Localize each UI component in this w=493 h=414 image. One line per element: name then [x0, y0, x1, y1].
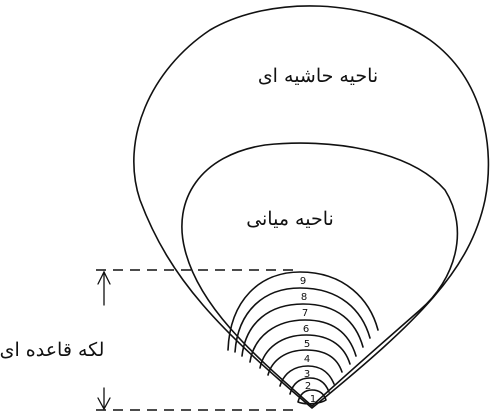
basal-spot-label: لکه قاعده ای: [0, 339, 104, 361]
outer-zone-label: ناحیه حاشیه ای: [258, 65, 378, 87]
ring-4: [267, 349, 343, 376]
ring-number-3: 3: [304, 369, 310, 380]
ring-number-7: 7: [302, 308, 308, 319]
ring-number-8: 8: [301, 292, 307, 303]
outer-zone-outline: [133, 5, 490, 409]
ring-2: [289, 377, 330, 395]
ring-number-5: 5: [304, 339, 310, 350]
basal-arrow-down-head: [97, 397, 111, 411]
ring-number-4: 4: [304, 354, 310, 365]
ring-number-1: 1: [310, 394, 316, 405]
ring-3: [279, 365, 335, 387]
basal-arrow-up-head: [97, 270, 111, 285]
middle-zone-label: ناحیه میانی: [246, 208, 334, 230]
ring-number-6: 6: [303, 324, 309, 335]
ring-5: [259, 334, 351, 369]
ring-8: [234, 287, 371, 353]
ring-7: [241, 303, 364, 357]
ring-number-9: 9: [300, 276, 306, 287]
ring-9: [227, 271, 379, 351]
ring-6: [249, 319, 357, 363]
middle-zone-outline: [181, 142, 459, 407]
ring-1: [297, 389, 327, 405]
ring-number-2: 2: [305, 381, 311, 392]
